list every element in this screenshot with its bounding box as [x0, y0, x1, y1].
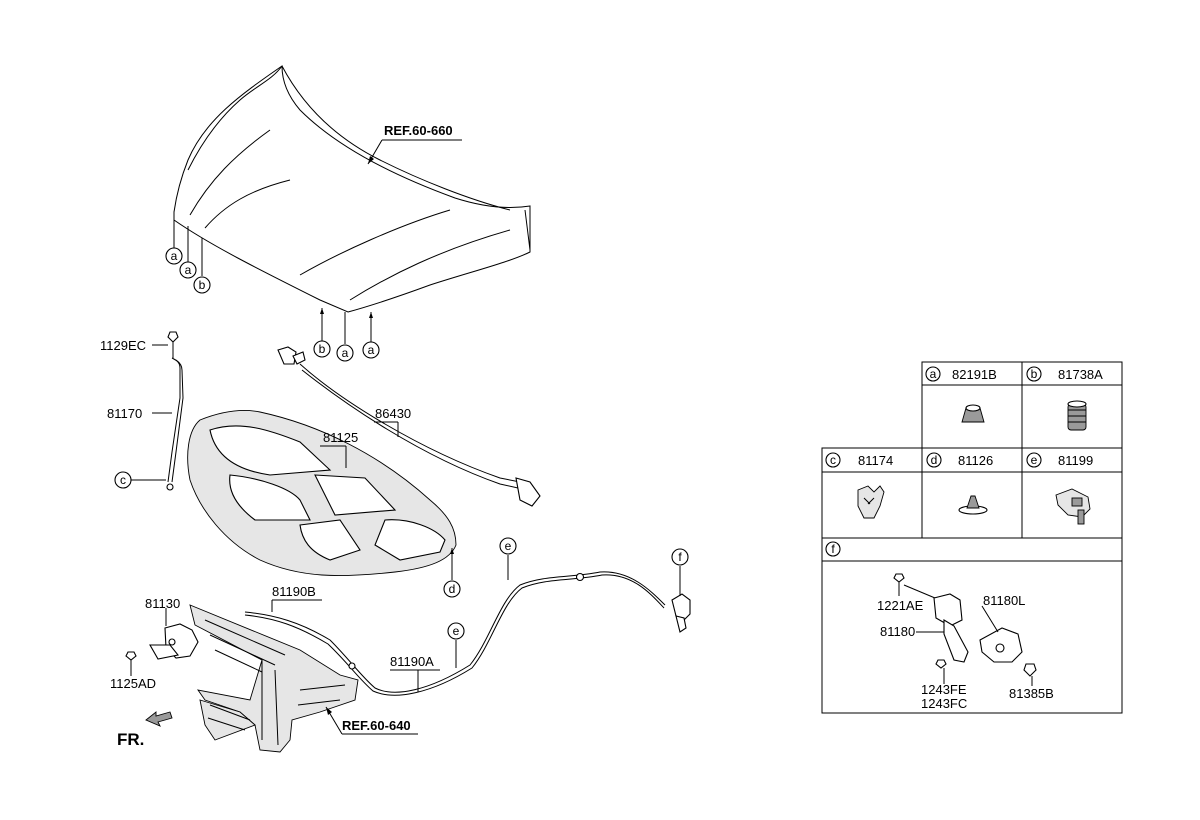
label-86430: 86430 — [375, 406, 411, 421]
release-handle: f — [671, 548, 691, 633]
frame-ref-label: REF.60-640 — [342, 718, 411, 733]
bumper-stopper-icon — [961, 404, 985, 423]
legend-letter-e: e — [1031, 453, 1038, 467]
legend-part-81126: 81126 — [958, 453, 993, 468]
hood-left-callouts: a a b — [165, 216, 211, 294]
label-81385B: 81385B — [1009, 686, 1054, 701]
hood-stay: 1129EC 81170 c — [100, 331, 184, 491]
callout-c: c — [120, 473, 126, 487]
hood-ref-label: REF.60-660 — [384, 123, 453, 138]
legend-part-82191B: 82191B — [952, 367, 997, 382]
label-81180: 81180 — [880, 624, 915, 639]
legend-letter-c: c — [830, 453, 836, 467]
label-81170: 81170 — [107, 406, 142, 421]
legend-part-81174: 81174 — [858, 453, 893, 468]
parts-legend-table: a 82191B b 81738A c 81174 d 81126 e 8119… — [821, 361, 1123, 714]
label-1125AD: 1125AD — [110, 676, 156, 691]
callout-e-upper: e — [505, 539, 512, 553]
label-1243FE: 1243FE — [921, 682, 967, 697]
legend-part-81738A: 81738A — [1058, 367, 1103, 382]
label-1243FC: 1243FC — [921, 696, 967, 711]
label-81130: 81130 — [145, 596, 180, 611]
callout-a-3: a — [342, 346, 349, 360]
release-handle-assembly: 1221AE 81180 81180L 1243FE 1243FC 81385B — [877, 573, 1054, 711]
label-81190A: 81190A — [390, 654, 434, 669]
callout-b-1: b — [199, 278, 206, 292]
hood-ref-leader: REF.60-660 — [367, 123, 462, 165]
callout-b-2: b — [319, 342, 326, 356]
legend-letter-f: f — [831, 542, 835, 556]
callout-a-1: a — [171, 249, 178, 263]
callout-d: d — [449, 582, 456, 596]
hood-front-callouts: b a a — [313, 308, 380, 362]
label-1129EC: 1129EC — [100, 338, 146, 353]
front-direction-indicator: FR. — [117, 711, 173, 749]
legend-part-81199: 81199 — [1058, 453, 1093, 468]
callout-f: f — [678, 550, 682, 564]
release-cable: e e 81190B 81190A — [244, 537, 666, 696]
hood-panel — [173, 65, 531, 313]
callout-a-4: a — [368, 343, 375, 357]
legend-letter-b: b — [1031, 367, 1038, 381]
hood-latch: 81130 1125AD — [110, 596, 199, 691]
legend-letter-d: d — [931, 453, 938, 467]
cable-clip-icon — [1055, 488, 1091, 525]
callout-e-lower: e — [453, 624, 460, 638]
push-clip-icon — [958, 495, 988, 515]
label-1221AE: 1221AE — [877, 598, 924, 613]
spring-buffer-icon — [1067, 400, 1087, 431]
stay-clip-icon — [857, 485, 885, 519]
radiator-support-frame: REF.60-640 — [189, 604, 418, 753]
hood-weatherstrip: 86430 — [277, 346, 541, 507]
label-81180L: 81180L — [983, 593, 1025, 608]
legend-letter-a: a — [930, 367, 937, 381]
label-81190B: 81190B — [272, 584, 316, 599]
label-81125: 81125 — [323, 430, 358, 445]
callout-a-2: a — [185, 263, 192, 277]
hood-insulator-pad: 81125 d — [187, 409, 461, 598]
front-direction-label: FR. — [117, 730, 144, 749]
